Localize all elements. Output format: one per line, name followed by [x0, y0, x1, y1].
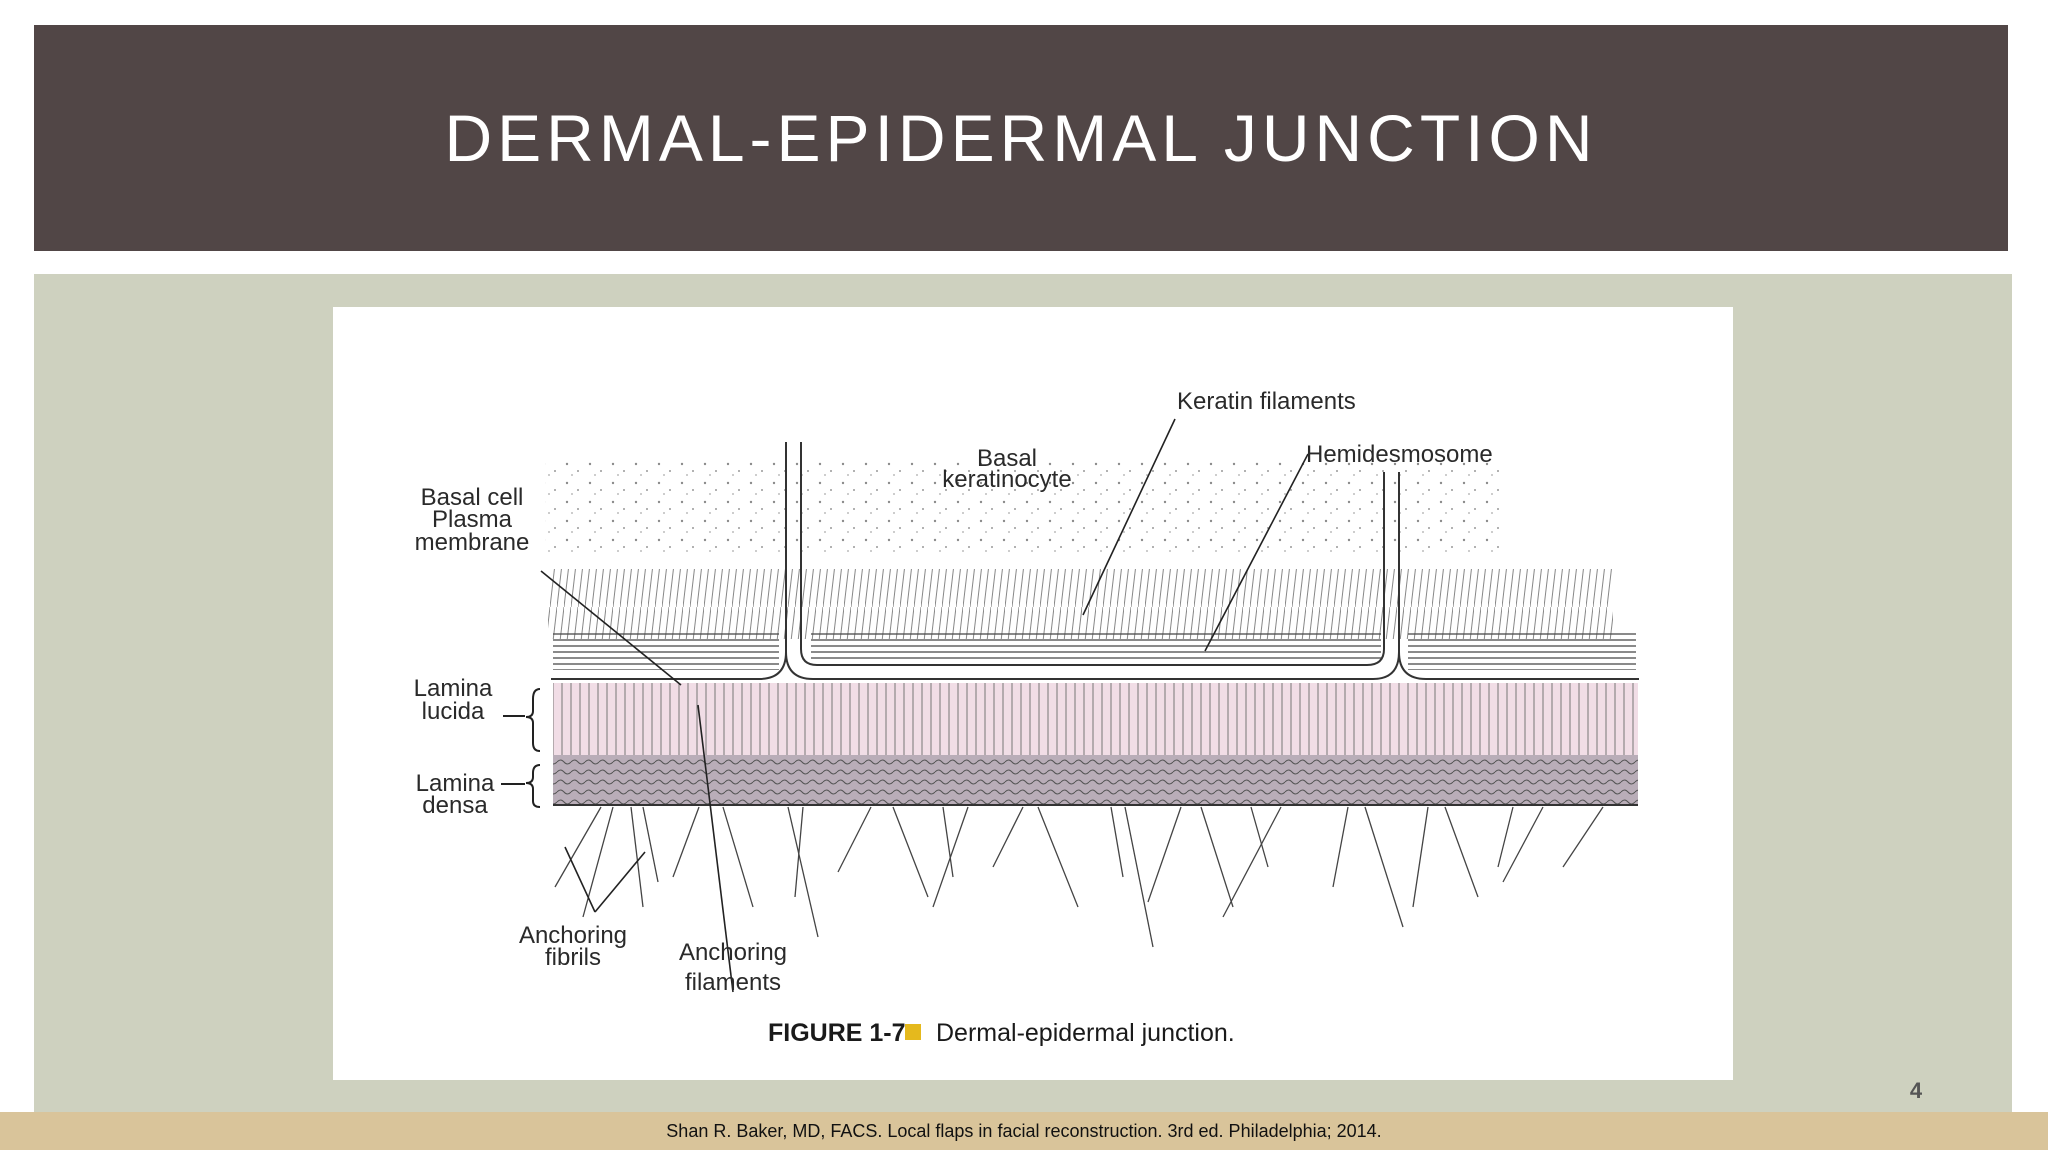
cytoplasm-stipple — [545, 457, 1505, 552]
page-number: 4 — [1909, 1078, 1923, 1103]
cell-membranes — [551, 442, 1639, 680]
label-anchoring-filaments-1: Anchoring — [679, 939, 787, 966]
label-lamina-densa-1: Lamina — [416, 770, 495, 797]
label-basal-keratinocyte-2: keratinocyte — [942, 466, 1071, 493]
leader-lines — [540, 418, 1309, 993]
label-lamina-lucida-2: lucida — [422, 698, 485, 725]
caption-text: Dermal-epidermal junction. — [936, 1019, 1235, 1047]
braces — [501, 688, 541, 808]
label-lamina-lucida-1: Lamina — [414, 675, 493, 702]
citation-text: Shan R. Baker, MD, FACS. Local flaps in … — [666, 1120, 1382, 1141]
caption-square-icon — [905, 1024, 921, 1040]
hemidesmosome-plaques — [553, 632, 1636, 670]
label-keratin-filaments: Keratin filaments — [1177, 388, 1356, 415]
footer-bar: Shan R. Baker, MD, FACS. Local flaps in … — [0, 1112, 2048, 1150]
caption-number: FIGURE 1-7 — [768, 1019, 906, 1047]
label-anchoring-fibrils-2: fibrils — [545, 944, 601, 971]
label-basal-cell-3: membrane — [415, 529, 530, 556]
label-basal-keratinocyte-1: Basal — [977, 445, 1037, 472]
title-bar: DERMAL-EPIDERMAL JUNCTION — [34, 25, 2008, 251]
label-hemidesmosome: Hemidesmosome — [1306, 441, 1493, 468]
lamina-densa-layer — [553, 755, 1638, 806]
figure-caption: FIGURE 1-7 Dermal-epidermal junction. — [768, 1019, 1235, 1047]
lamina-lucida-layer — [553, 683, 1638, 755]
junction-diagram: Keratin filaments Hemidesmosome Basal ke… — [414, 388, 1639, 1047]
label-basal-cell-1: Basal cell — [421, 484, 524, 511]
anchoring-fibrils — [554, 806, 1604, 948]
label-anchoring-fibrils-1: Anchoring — [519, 922, 627, 949]
label-lamina-densa-2: densa — [422, 792, 488, 819]
label-anchoring-filaments-2: filaments — [685, 969, 781, 996]
slide-title: DERMAL-EPIDERMAL JUNCTION — [444, 101, 1598, 175]
diagram-labels: Keratin filaments Hemidesmosome Basal ke… — [414, 388, 1493, 996]
figure-panel: Keratin filaments Hemidesmosome Basal ke… — [333, 307, 1733, 1080]
label-basal-cell-2: Plasma — [432, 506, 513, 533]
keratin-hatching — [548, 569, 1613, 639]
